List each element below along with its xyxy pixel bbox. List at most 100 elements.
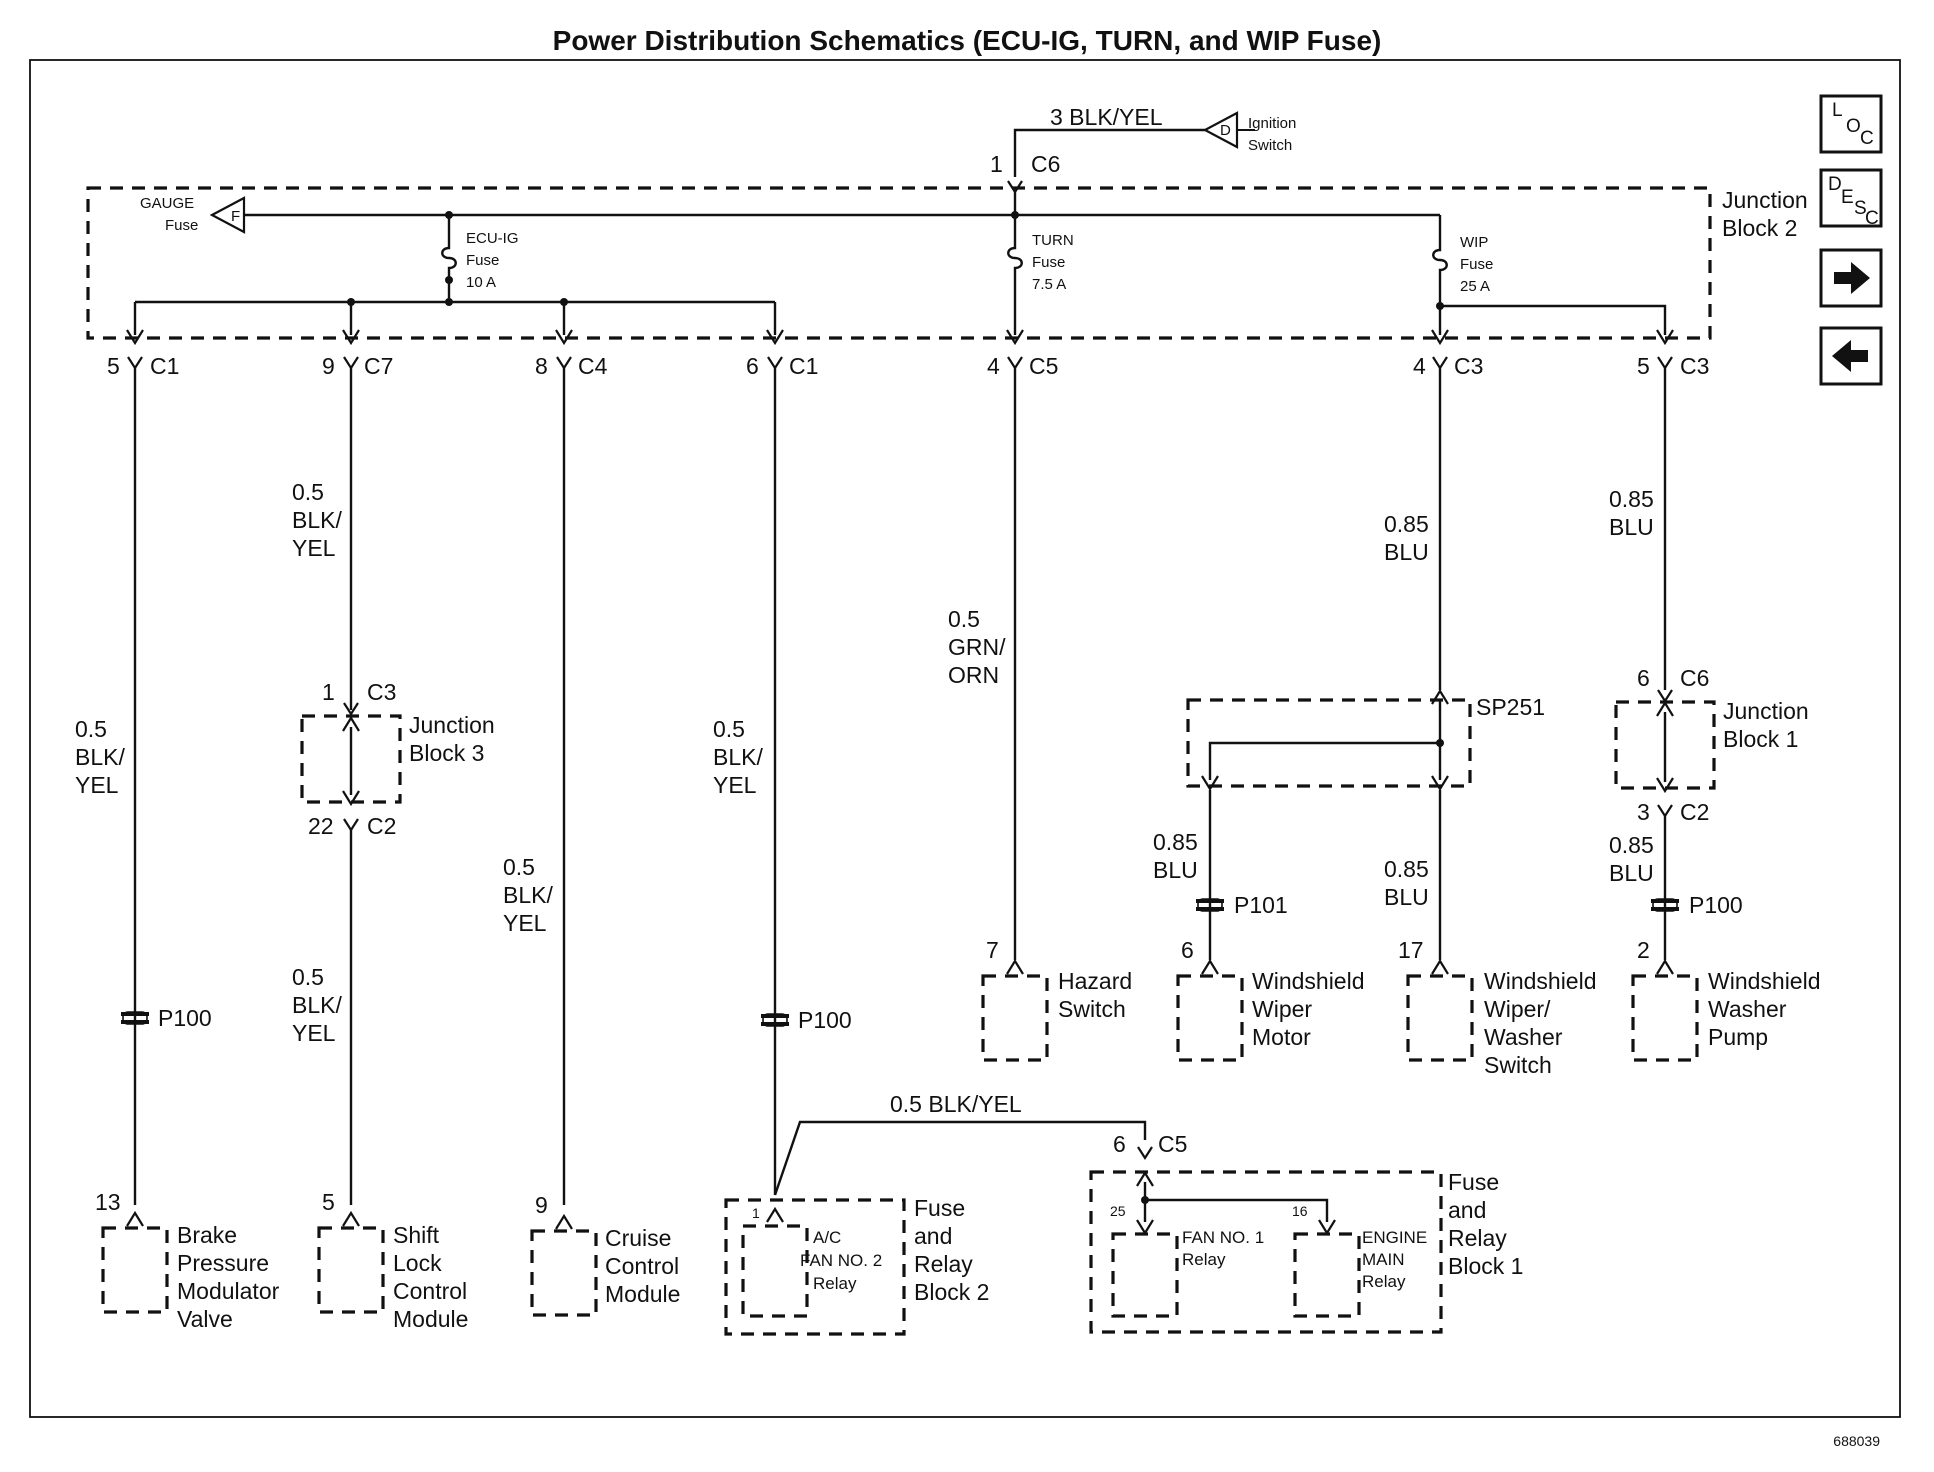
cruise-wire-label: 0.5 BLK/ YEL xyxy=(503,854,553,936)
svg-text:C3: C3 xyxy=(1454,353,1483,379)
svg-text:Block 1: Block 1 xyxy=(1448,1253,1523,1279)
p100-washer-label: P100 xyxy=(1689,892,1743,918)
ignition-connector: C6 xyxy=(1031,151,1060,177)
ac-wire-label: 0.5 BLK/ YEL xyxy=(713,716,763,798)
location-button[interactable]: L O C xyxy=(1819,94,1883,154)
junction-block-2-label-2: Block 2 xyxy=(1722,215,1797,241)
svg-text:Fuse: Fuse xyxy=(1448,1169,1499,1195)
jb2-output-connectors: 5 C1 9 C7 8 C4 6 C1 4 C5 4 C3 5 C3 xyxy=(107,353,1709,379)
jb1-output-pin: 3 xyxy=(1637,799,1650,825)
jb1-input-connector: C6 xyxy=(1680,665,1709,691)
fuse-and-relay-block-1 xyxy=(1089,1170,1443,1334)
ac-relay-pin: 1 xyxy=(752,1205,760,1221)
svg-text:L: L xyxy=(1832,100,1843,121)
svg-text:Valve: Valve xyxy=(177,1306,233,1332)
svg-text:S: S xyxy=(1854,198,1867,219)
svg-text:Washer: Washer xyxy=(1708,996,1787,1022)
svg-text:Pump: Pump xyxy=(1708,1024,1768,1050)
svg-text:Lock: Lock xyxy=(393,1250,442,1276)
svg-text:Wiper/: Wiper/ xyxy=(1484,996,1551,1022)
svg-text:Fuse: Fuse xyxy=(914,1195,965,1221)
fan1-relay-pin: 25 xyxy=(1110,1203,1126,1219)
svg-text:C1: C1 xyxy=(789,353,818,379)
brake-wire-label: 0.5 BLK/ YEL xyxy=(75,716,125,798)
wip-wire-label: 0.85 BLU xyxy=(1384,511,1429,565)
svg-text:GRN/: GRN/ xyxy=(948,634,1006,660)
svg-text:BLU: BLU xyxy=(1609,514,1654,540)
jb3-input-connector: C3 xyxy=(367,679,396,705)
frb1-input-connector: C5 xyxy=(1158,1131,1187,1157)
brake-component-label: Brake Pressure Modulator Valve xyxy=(177,1222,280,1332)
svg-text:O: O xyxy=(1846,116,1861,137)
ac-relay-label: A/C FAN NO. 2 Relay xyxy=(800,1228,882,1293)
fuse-and-relay-block-2 xyxy=(724,1198,906,1336)
svg-text:C7: C7 xyxy=(364,353,393,379)
svg-text:E: E xyxy=(1841,187,1854,208)
svg-text:5: 5 xyxy=(1637,353,1650,379)
svg-text:Relay: Relay xyxy=(813,1274,857,1293)
fan1-relay-label-2: Relay xyxy=(1182,1250,1226,1269)
jb3-input-pin: 1 xyxy=(322,679,335,705)
svg-text:Relay: Relay xyxy=(914,1251,973,1277)
svg-text:0.5: 0.5 xyxy=(75,716,107,742)
windshield-washer-pump xyxy=(1631,974,1699,1062)
ecu-ig-fuse-icon xyxy=(441,236,457,282)
windshield-wiper-washer-switch xyxy=(1406,974,1474,1062)
svg-text:MAIN: MAIN xyxy=(1362,1250,1405,1269)
previous-page-button[interactable] xyxy=(1819,326,1883,386)
svg-text:ENGINE: ENGINE xyxy=(1362,1228,1427,1247)
svg-text:D: D xyxy=(1220,122,1231,139)
svg-text:BLK/: BLK/ xyxy=(75,744,125,770)
svg-text:and: and xyxy=(1448,1197,1486,1223)
arrow-right-icon xyxy=(1834,262,1870,294)
next-page-button[interactable] xyxy=(1819,248,1883,308)
ecu-ig-fuse-rating: 10 A xyxy=(466,274,496,291)
svg-text:0.5: 0.5 xyxy=(713,716,745,742)
hazard-pin: 7 xyxy=(986,937,999,963)
svg-text:Windshield: Windshield xyxy=(1484,968,1597,994)
hazard-label-1: Hazard xyxy=(1058,968,1132,994)
ignition-switch-symbol: D xyxy=(1202,111,1255,149)
svg-text:5: 5 xyxy=(107,353,120,379)
cruise-control-module xyxy=(530,1229,598,1317)
washer-wire-label-top: 0.85 BLU xyxy=(1609,486,1654,540)
jb1-input-pin: 6 xyxy=(1637,665,1650,691)
splice-sp251-label: SP251 xyxy=(1476,694,1545,720)
ignition-pin: 1 xyxy=(990,151,1003,177)
ignition-feed-wire xyxy=(1013,128,1205,177)
splice-sp251 xyxy=(1186,698,1472,788)
svg-text:YEL: YEL xyxy=(75,772,119,798)
description-button[interactable]: D E S C xyxy=(1819,168,1883,229)
gauge-fuse-label-2: Fuse xyxy=(165,217,198,234)
page-title: Power Distribution Schematics (ECU-IG, T… xyxy=(553,25,1382,56)
svg-text:C3: C3 xyxy=(1680,353,1709,379)
wip-fuse-name: WIP xyxy=(1460,234,1488,251)
svg-text:4: 4 xyxy=(987,353,1000,379)
wip-fuse-type: Fuse xyxy=(1460,256,1493,273)
p100-ac-label: P100 xyxy=(798,1007,852,1033)
brake-pin: 13 xyxy=(95,1189,121,1215)
svg-text:Washer: Washer xyxy=(1484,1024,1563,1050)
svg-text:Block 2: Block 2 xyxy=(914,1279,989,1305)
junction-block-3-label-1: Junction xyxy=(409,712,495,738)
svg-text:A/C: A/C xyxy=(813,1228,841,1247)
ecu-ig-fuse-type: Fuse xyxy=(466,252,499,269)
svg-text:Cruise: Cruise xyxy=(605,1225,671,1251)
hazard-label-2: Switch xyxy=(1058,996,1126,1022)
svg-text:YEL: YEL xyxy=(292,1020,336,1046)
svg-text:Wiper: Wiper xyxy=(1252,996,1312,1022)
svg-text:Pressure: Pressure xyxy=(177,1250,269,1276)
ecu-ig-fuse-name: ECU-IG xyxy=(466,230,519,247)
turn-fuse-type: Fuse xyxy=(1032,254,1065,271)
cruise-component-label: Cruise Control Module xyxy=(605,1225,680,1307)
svg-text:Module: Module xyxy=(605,1281,680,1307)
svg-text:FAN NO. 2: FAN NO. 2 xyxy=(800,1251,882,1270)
svg-text:Relay: Relay xyxy=(1448,1225,1507,1251)
turn-fuse-icon xyxy=(1007,236,1023,282)
wiper-switch-label: Windshield Wiper/ Washer Switch xyxy=(1484,968,1597,1078)
svg-text:Brake: Brake xyxy=(177,1222,237,1248)
svg-text:Control: Control xyxy=(393,1278,467,1304)
svg-text:BLK/: BLK/ xyxy=(292,992,342,1018)
svg-text:C: C xyxy=(1860,128,1874,149)
svg-text:4: 4 xyxy=(1413,353,1426,379)
